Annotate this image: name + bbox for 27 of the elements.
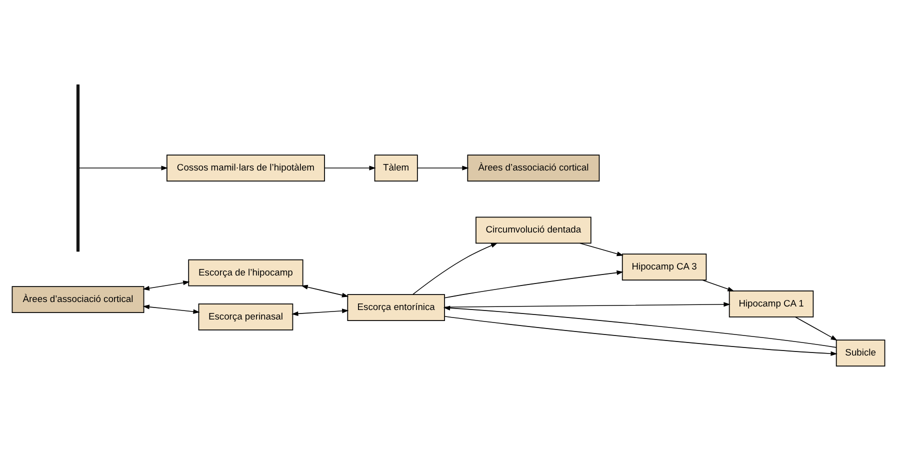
arrow [444,270,624,298]
arrow [794,316,838,340]
arrow [444,302,730,307]
node-box: Escorça de l’hipocamp [188,258,304,286]
node-box: Escorça entorínica [347,294,445,320]
node-box: Subicle [836,339,886,366]
node-box: Escorça perinasal [198,303,294,330]
node-box: Cossos mamil·lars de l’hipotàlem [166,154,325,181]
node-box: Àrees d’associació cortical [467,154,600,181]
arrow [443,305,837,348]
node-box: Àrees d’associació cortical [12,286,144,313]
arrow [78,165,168,170]
arrow [142,304,200,314]
node-box: Hipocamp CA 1 [728,290,814,317]
arrow [444,316,838,356]
node-box: Circumvolució dentada [476,216,592,244]
arrow [580,242,624,256]
arrow [324,165,376,170]
arrow [301,284,349,297]
arrow [142,280,190,290]
arrow [417,165,469,170]
arrow [702,279,734,291]
node-box: Hipocamp CA 3 [622,253,707,280]
arrow [292,308,349,316]
node-bar [76,84,80,252]
arrow [412,242,498,294]
node-box: Tàlem [374,154,418,181]
